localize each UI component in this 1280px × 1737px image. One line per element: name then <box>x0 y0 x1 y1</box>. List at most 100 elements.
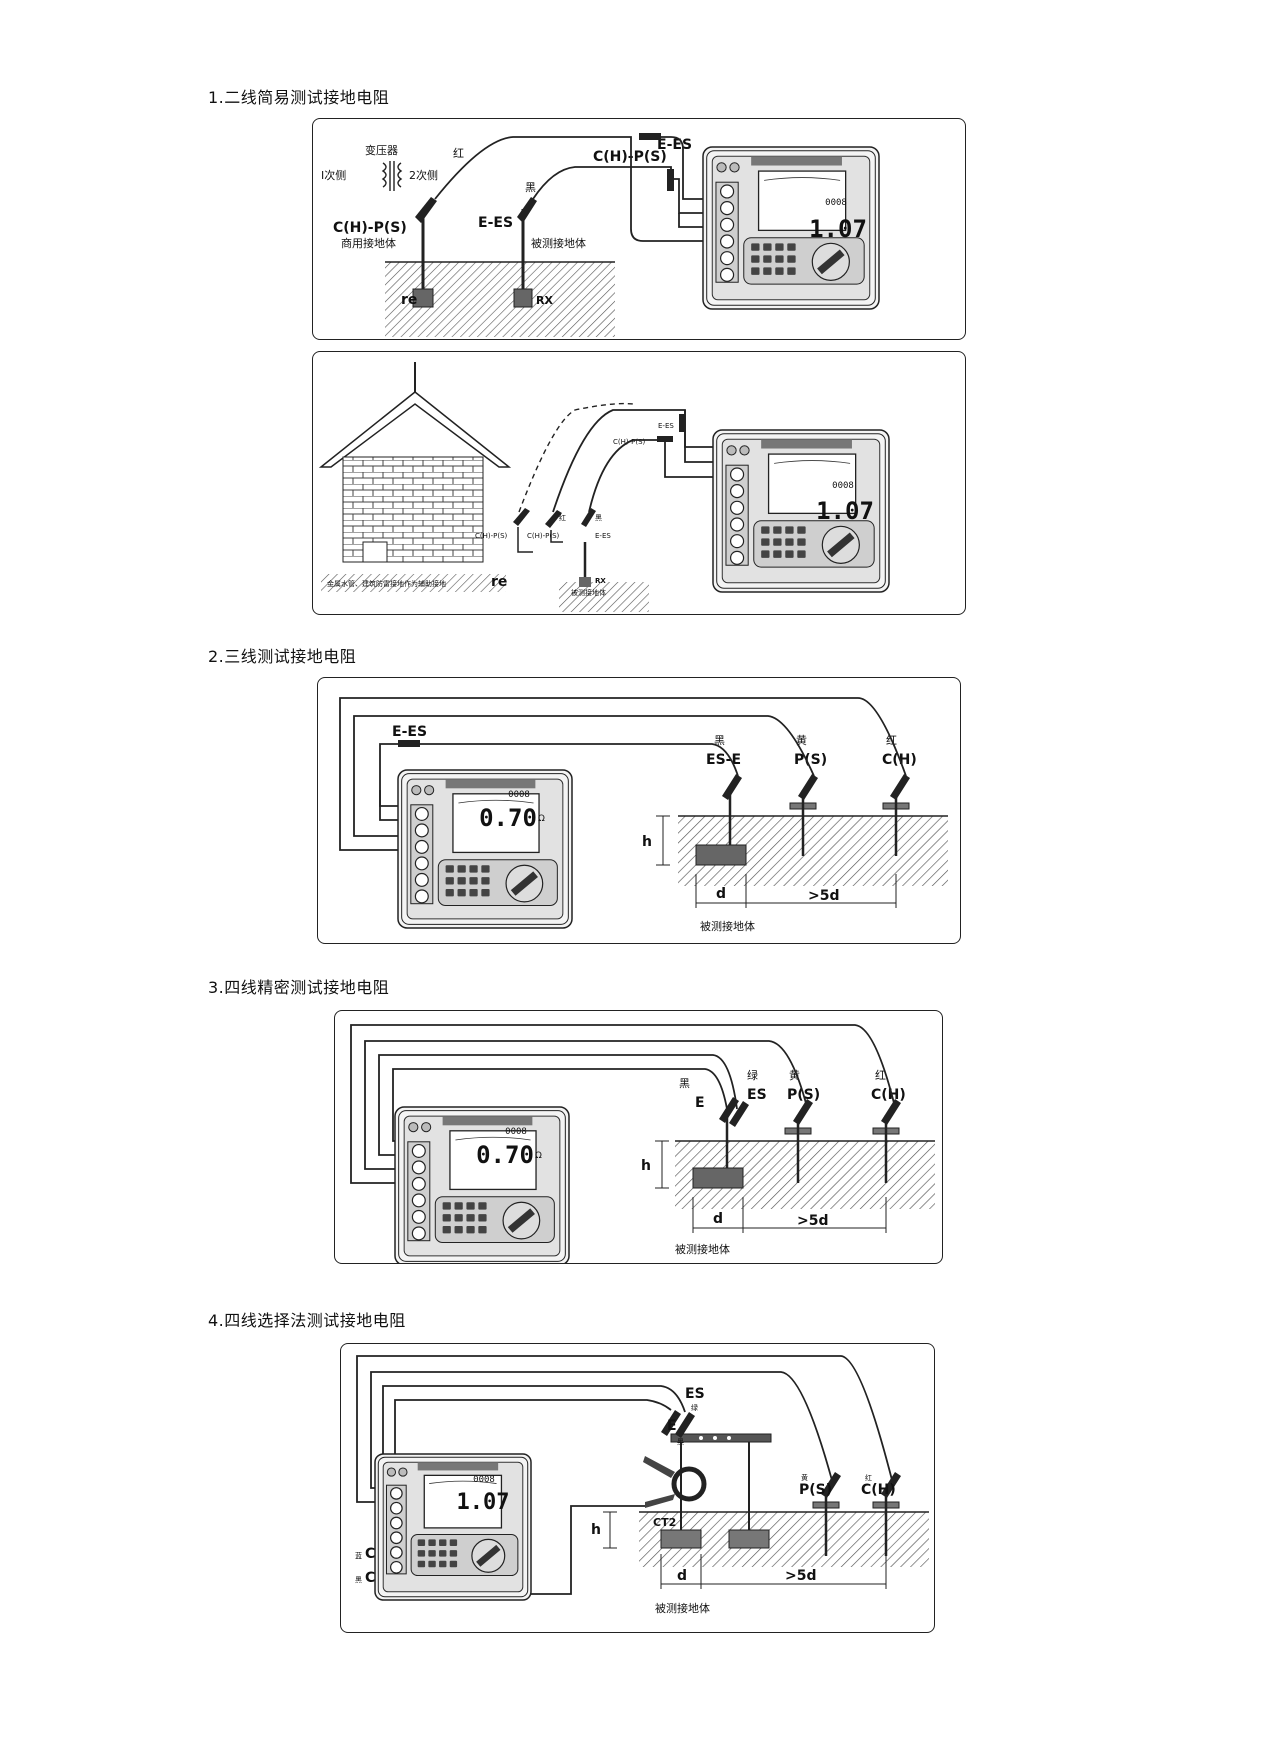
key-button <box>478 1214 487 1222</box>
key-button <box>787 243 796 251</box>
section-1-heading: 1.二线简易测试接地电阻 <box>208 88 390 107</box>
test-ground <box>559 582 649 612</box>
key-button <box>773 526 782 534</box>
terminal-jack <box>414 806 429 821</box>
rotary-knob <box>817 249 845 275</box>
key-button <box>797 538 806 546</box>
ches-clip2-label: C(H)-P(S) <box>527 532 560 540</box>
key-button <box>457 865 466 873</box>
indicator-led <box>408 1122 419 1133</box>
meter-instrument <box>394 1106 570 1263</box>
p-s-label: P(S) <box>799 1482 832 1498</box>
lcd-reading: 0.70 <box>479 804 537 832</box>
terminal-jack <box>390 1516 403 1530</box>
lcd-arc-scale <box>764 177 841 181</box>
meter-handle <box>761 439 852 449</box>
yellow-label: 黄 <box>801 1473 808 1482</box>
key-button <box>478 1202 487 1210</box>
tested-ground-label: 被测接地体 <box>675 1242 730 1256</box>
tested-ground-label: 被测接地体 <box>700 919 755 933</box>
meter-handle <box>417 1462 499 1471</box>
black-label: 黑 <box>679 1077 690 1090</box>
indicator-led <box>424 785 435 796</box>
green-label: 绿 <box>747 1068 758 1082</box>
ct2-clamp <box>643 1456 707 1508</box>
ches-left-label: C(H)-P(S) <box>333 220 407 236</box>
terminal-jack <box>719 217 735 232</box>
p-s-label: P(S) <box>794 752 827 768</box>
clip-3 <box>581 508 596 527</box>
key-button <box>417 1550 426 1557</box>
meter-instrument <box>397 769 573 929</box>
terminal-jack <box>411 1193 426 1208</box>
key-button <box>442 1214 451 1222</box>
primary-side-label: I次侧 <box>321 168 346 182</box>
ees-left-label: E-ES <box>478 215 513 231</box>
terminal-jack <box>414 839 429 854</box>
ches-right-label: C(H)-P(S) <box>593 149 667 165</box>
key-button <box>773 538 782 546</box>
key-button <box>439 1539 447 1546</box>
key-button <box>466 1202 475 1210</box>
key-button <box>442 1202 451 1210</box>
terminal-jack <box>411 1226 426 1241</box>
lcd-bargraph: 0008 <box>508 790 530 800</box>
house-building <box>318 362 512 563</box>
meter-case-inner <box>401 773 569 925</box>
key-button <box>751 243 760 251</box>
bus-bar <box>670 1433 772 1443</box>
terminal-jack <box>390 1546 403 1559</box>
key-button <box>454 1202 463 1210</box>
key-button <box>454 1226 463 1234</box>
key-button <box>466 1214 475 1222</box>
terminal-jack <box>390 1487 403 1500</box>
key-button <box>449 1539 458 1546</box>
indicator-led <box>716 162 727 173</box>
key-button <box>751 267 760 275</box>
lcd-arc-scale <box>455 1136 531 1141</box>
diagram-1b-two-wire-building: 金属水管、建筑防雷接地作为辅助接地 re RX 被测接地体 C(H)-P(S) … <box>312 351 966 615</box>
rx-label: RX <box>536 294 553 307</box>
lcd-screen <box>757 170 847 232</box>
key-button <box>439 1560 447 1568</box>
lcd-screen <box>423 1474 503 1529</box>
key-button <box>449 1560 458 1568</box>
red-label: 红 <box>559 513 566 522</box>
lcd-reading: 1.07 <box>816 497 874 525</box>
key-button <box>785 526 794 534</box>
lcd-bargraph: 0008 <box>832 481 854 491</box>
ees-top-label: E-ES <box>658 422 674 430</box>
clip-black <box>517 197 537 223</box>
diagram-1a-two-wire-transformer: re RX 变压器 I次侧 2次侧 红 黑 C(H)-P(S) 商用接地体 E-… <box>312 118 966 340</box>
key-button <box>428 1560 436 1568</box>
key-button <box>785 550 794 558</box>
red-label: 红 <box>875 1069 886 1082</box>
h-dimension-label: h <box>642 834 652 850</box>
terminal-jack <box>729 484 745 499</box>
key-button <box>454 1214 463 1222</box>
key-button <box>428 1550 436 1557</box>
es-e-label: ES-E <box>706 752 741 768</box>
terminal-jack <box>729 517 745 532</box>
key-button <box>445 877 454 885</box>
secondary-side-label: 2次侧 <box>409 168 438 182</box>
key-button <box>481 865 490 873</box>
key-button <box>785 538 794 546</box>
meter-instrument <box>712 429 890 593</box>
meter-case-inner <box>377 1456 529 1598</box>
gt5d-dimension-label: >5d <box>808 888 840 904</box>
key-button <box>469 877 478 885</box>
key-button <box>478 1226 487 1234</box>
ches-clip1-label: C(H)-P(S) <box>475 532 508 540</box>
key-button <box>773 550 782 558</box>
key-button <box>457 877 466 885</box>
terminal-jack <box>411 1143 426 1158</box>
key-button <box>417 1560 426 1568</box>
es-label: ES <box>747 1087 767 1103</box>
red-color-label: 红 <box>453 147 464 160</box>
meter-instrument <box>702 146 880 310</box>
terminal-jack <box>411 1209 426 1224</box>
lcd-bargraph: 0008 <box>825 198 847 208</box>
blue-label: 蓝 <box>355 1551 362 1560</box>
key-button <box>481 877 490 885</box>
